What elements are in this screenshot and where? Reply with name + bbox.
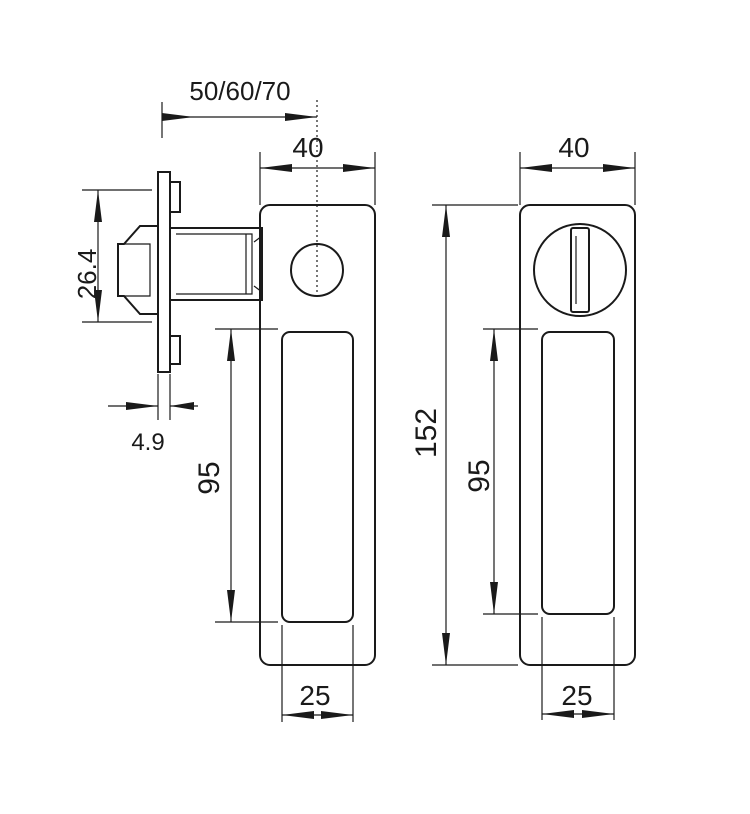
plate-screw-top [170,181,181,213]
turn-knob [533,223,627,317]
front-width-label-left: 40 [292,132,323,163]
front-width-label-right: 40 [558,132,589,163]
spindle-body [170,227,263,301]
turn-knob-slot [570,227,590,313]
recess-width-label-right: 25 [561,680,592,711]
recess-height-label-right: 95 [463,459,496,492]
recess-left [281,331,354,623]
latch-nose [117,225,158,315]
recess-width-label-left: 25 [299,680,330,711]
side-view: 26.4 4.9 [72,171,263,456]
plate-screw-bottom [170,335,181,365]
total-height-label: 152 [410,408,443,458]
front-view-right: 40 152 95 25 [410,132,636,720]
recess-height-label-left: 95 [193,461,226,494]
front-plate-right [519,204,636,666]
backset-label: 50/60/70 [189,76,290,106]
front-plate-left [259,204,376,666]
plate-thickness-label: 4.9 [131,429,164,456]
mounting-plate [157,171,171,373]
recess-right [541,331,615,615]
front-view-left: 50/60/70 40 95 25 [161,76,376,722]
spindle-inner [176,233,263,295]
spindle-height-label: 26.4 [72,249,102,300]
latch-nose-inner [124,243,151,297]
